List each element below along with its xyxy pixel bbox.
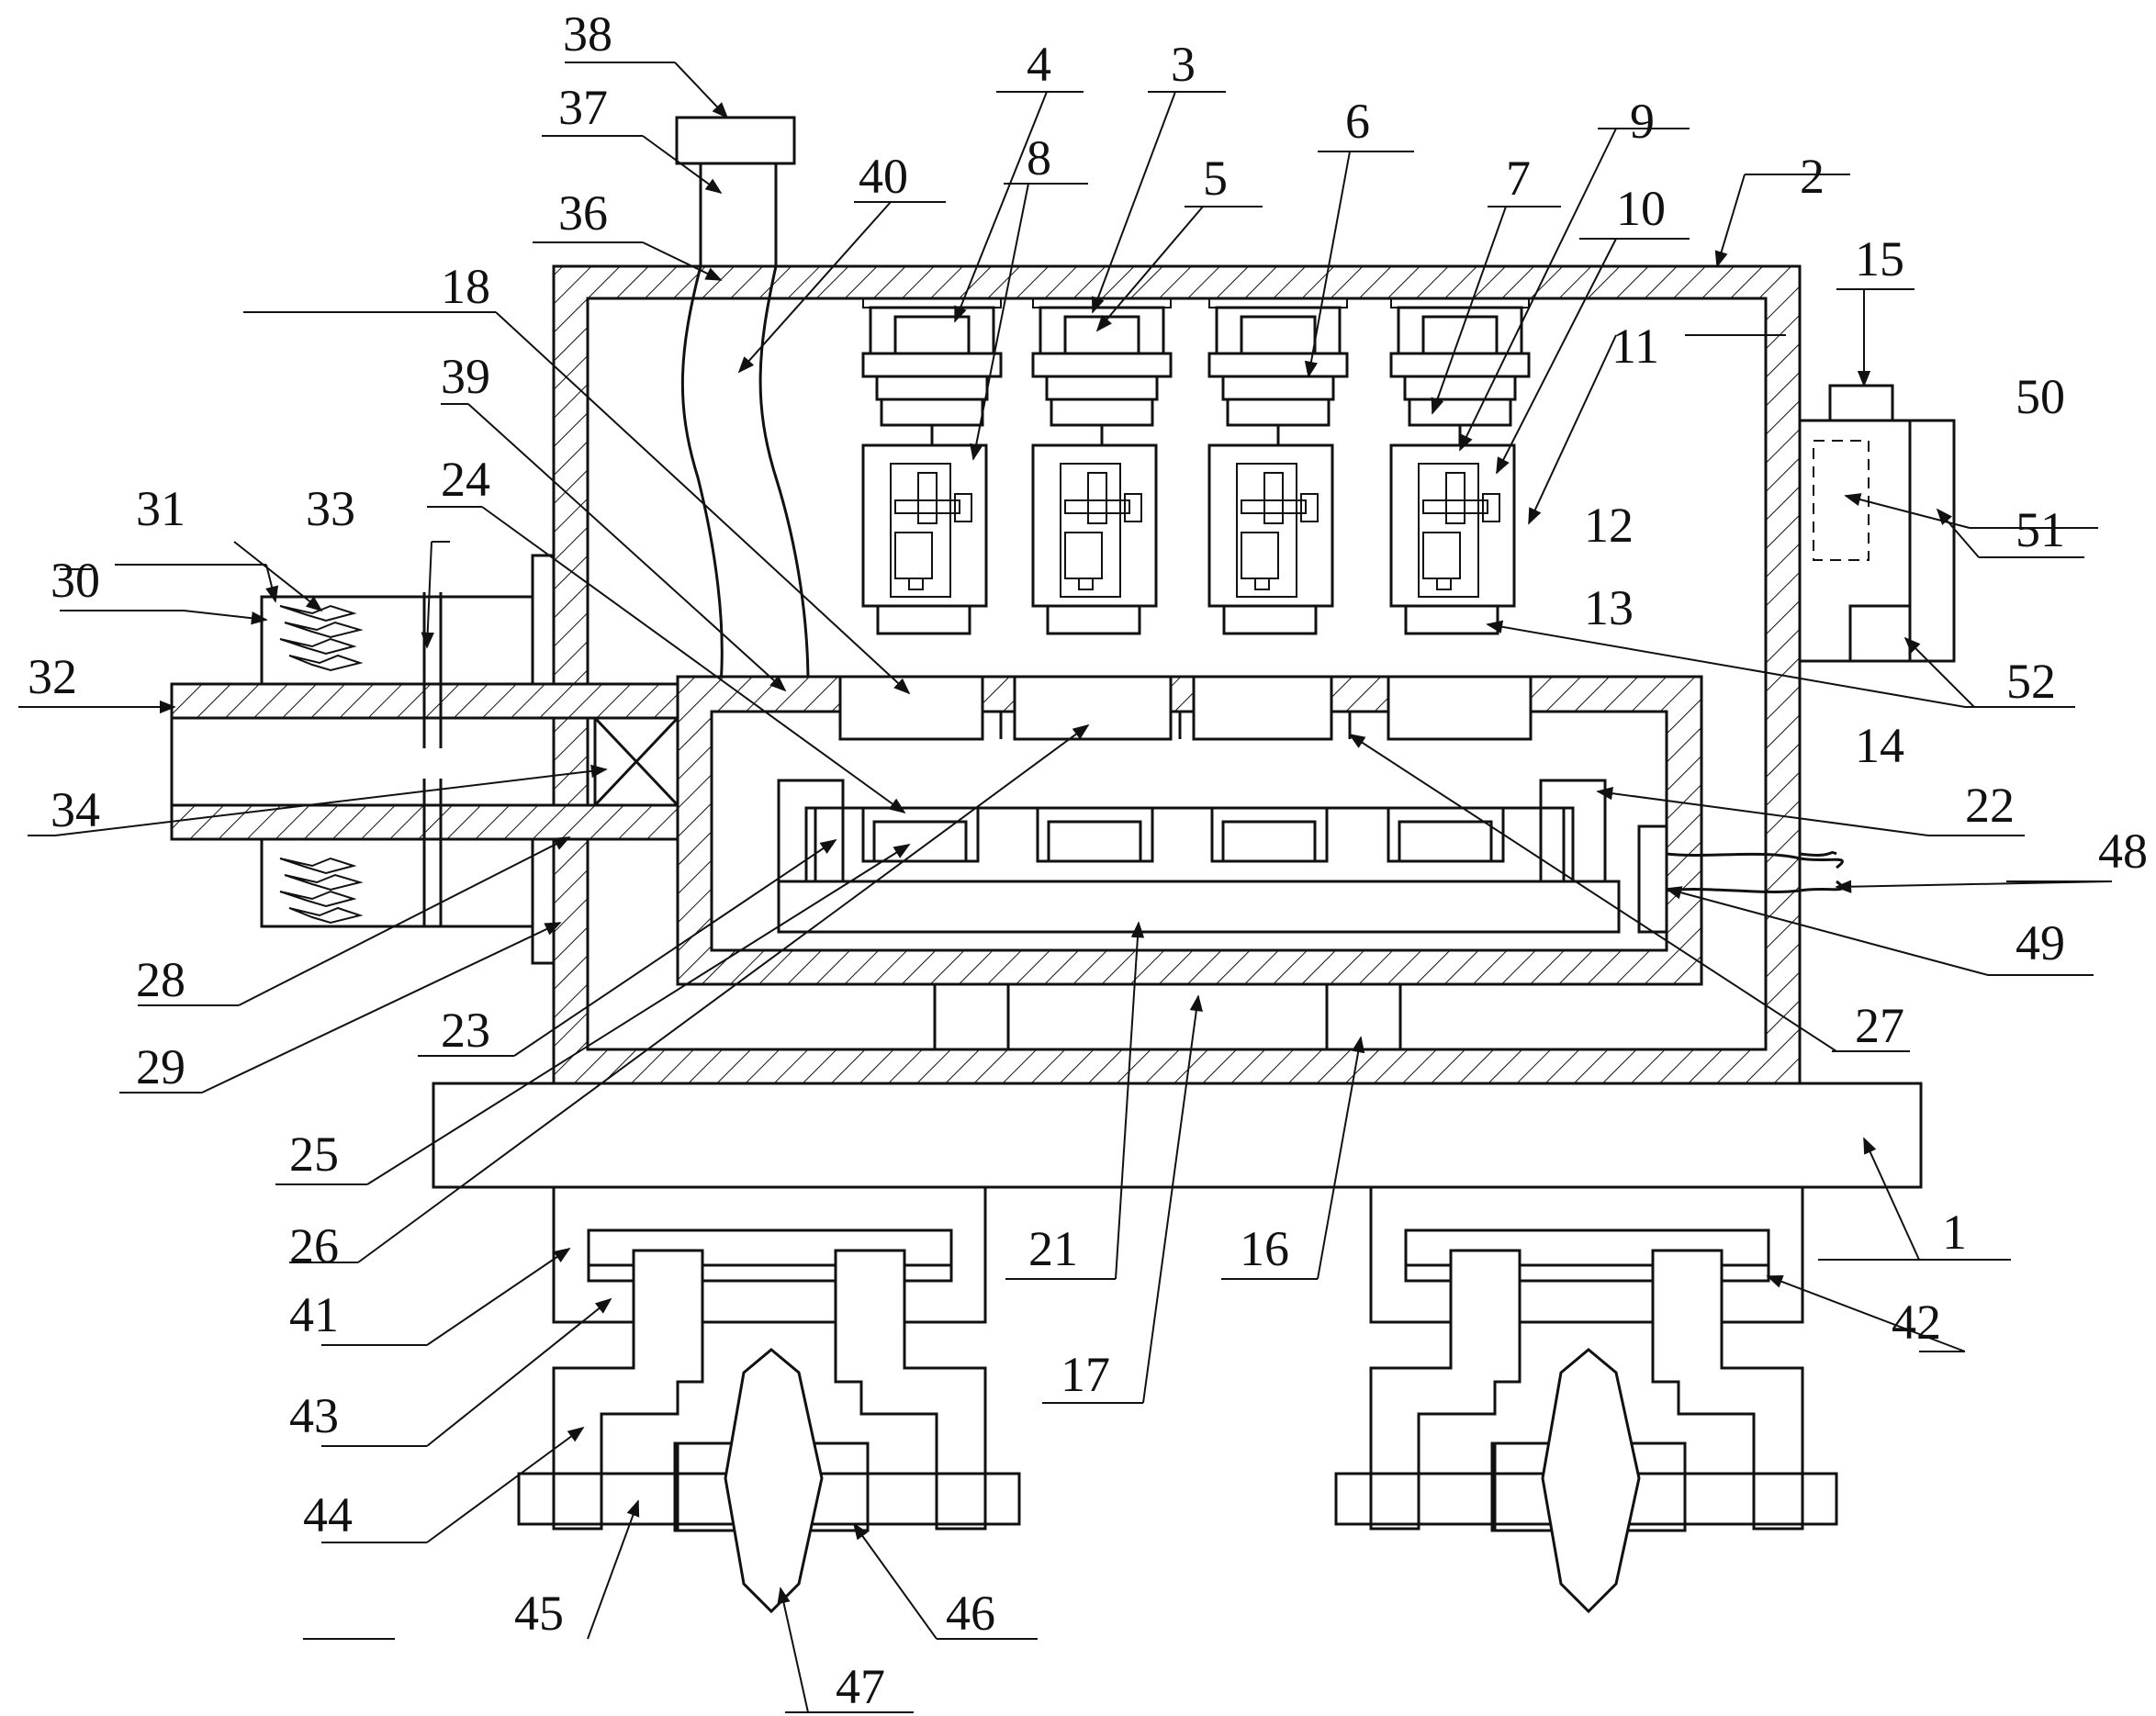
label-50: 50: [2016, 369, 2065, 424]
label-8: 8: [1027, 130, 1051, 185]
label-3: 3: [1171, 37, 1196, 92]
label-27: 27: [1855, 998, 1904, 1053]
label-1: 1: [1942, 1205, 1967, 1260]
label-32: 32: [28, 649, 77, 704]
label-42: 42: [1892, 1295, 1941, 1350]
unit-1: [861, 297, 1003, 635]
label-25: 25: [289, 1127, 339, 1182]
label-43: 43: [289, 1388, 339, 1443]
label-46: 46: [946, 1586, 995, 1641]
part-labels: 38 37 36 40 4 3 8 5 6 7 9 10 2 11 15 50 …: [28, 6, 2148, 1714]
label-24: 24: [441, 452, 490, 507]
feed-pipe: [675, 116, 810, 685]
label-23: 23: [441, 1003, 490, 1058]
label-34: 34: [51, 782, 100, 837]
label-13: 13: [1584, 580, 1634, 635]
label-49: 49: [2016, 915, 2065, 970]
label-5: 5: [1203, 151, 1228, 206]
label-16: 16: [1240, 1221, 1289, 1276]
label-39: 39: [441, 349, 490, 404]
label-10: 10: [1616, 181, 1666, 236]
label-44: 44: [303, 1487, 353, 1542]
inner-tray: [777, 779, 1621, 934]
label-38: 38: [563, 6, 612, 62]
label-9: 9: [1630, 94, 1655, 149]
label-6: 6: [1345, 94, 1370, 149]
label-2: 2: [1800, 149, 1825, 204]
wheel-assembly-left: [517, 1185, 1021, 1614]
label-12: 12: [1584, 498, 1634, 553]
label-45: 45: [514, 1586, 564, 1641]
unit-3: [1207, 297, 1349, 635]
label-11: 11: [1611, 319, 1659, 374]
label-36: 36: [558, 185, 608, 241]
label-40: 40: [859, 149, 908, 204]
label-33: 33: [306, 481, 355, 536]
label-15: 15: [1855, 231, 1904, 286]
base-plate: [432, 1082, 1923, 1189]
wheel-assembly-right: [1334, 1185, 1838, 1614]
label-4: 4: [1027, 37, 1051, 92]
label-48: 48: [2098, 824, 2148, 879]
label-52: 52: [2006, 654, 2056, 709]
inner-drum: [676, 675, 1703, 1051]
label-17: 17: [1061, 1347, 1110, 1402]
label-26: 26: [289, 1218, 339, 1273]
label-31: 31: [136, 481, 185, 536]
label-7: 7: [1506, 151, 1531, 206]
label-41: 41: [289, 1287, 339, 1342]
label-29: 29: [136, 1039, 185, 1094]
shaft-assembly: [170, 554, 679, 965]
label-28: 28: [136, 952, 185, 1007]
label-14: 14: [1855, 718, 1904, 773]
unit-2: [1031, 297, 1173, 635]
label-51: 51: [2016, 502, 2065, 557]
top-units: [861, 297, 1531, 635]
label-47: 47: [836, 1659, 885, 1714]
label-30: 30: [51, 553, 100, 608]
label-37: 37: [558, 80, 608, 135]
leader-lines: [18, 62, 2113, 1713]
unit-4: [1389, 297, 1531, 635]
label-22: 22: [1965, 778, 2015, 833]
label-21: 21: [1028, 1221, 1078, 1276]
label-18: 18: [441, 259, 490, 314]
